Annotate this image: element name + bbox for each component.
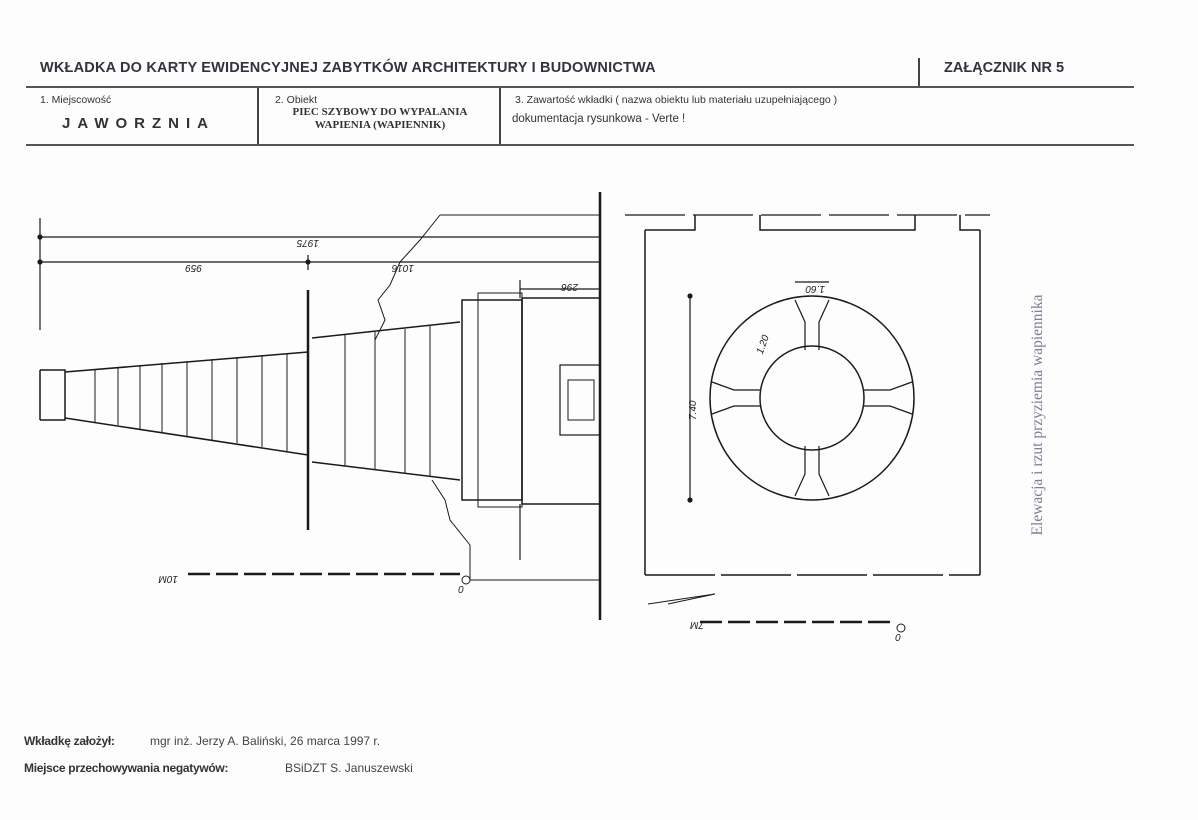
card-title: WKŁADKA DO KARTY EWIDENCYJNEJ ZABYTKÓW A…: [40, 60, 656, 76]
field-divider-2: [499, 88, 501, 144]
place-value: JAWORZNIA: [62, 115, 215, 132]
author-value: mgr inż. Jerzy A. Baliński, 26 marca 199…: [150, 734, 381, 748]
scale-right-zero: 0: [895, 633, 901, 644]
content-value: dokumentacja rysunkowa - Verte !: [512, 113, 686, 125]
elevation-drawing: [37, 192, 602, 620]
dim-mid: 1016: [391, 262, 414, 273]
content-label: 3. Zawartość wkładki ( nazwa obiektu lub…: [515, 94, 838, 106]
dim-ring: 1.20: [755, 333, 772, 355]
dim-overall: 1975: [296, 237, 319, 248]
header-divider: [918, 58, 920, 86]
object-line-1: PIEC SZYBOWY DO WYPALANIA: [292, 106, 468, 118]
dim-left: 959: [185, 262, 202, 273]
storage-label: Miejsce przechowywania negatywów:: [24, 761, 229, 775]
author-label: Wkładkę założył:: [24, 734, 115, 748]
scale-left-label: 10M: [158, 573, 178, 584]
dim-opening: 1.60: [805, 283, 825, 294]
dim-diameter: 7.40: [688, 400, 699, 420]
object-label: 2. Obiekt: [275, 94, 318, 106]
place-label: 1. Miejscowość: [40, 94, 112, 106]
fields-rule: [26, 144, 1134, 146]
scale-right-label: 7M: [689, 619, 704, 630]
annex-number: ZAŁĄCZNIK NR 5: [944, 60, 1065, 76]
object-line-2: WAPIENIA (WAPIENNIK): [314, 119, 446, 131]
header-rule: [26, 86, 1134, 88]
field-divider-1: [257, 88, 259, 144]
scale-left-zero: 0: [458, 585, 464, 596]
storage-value: BSiDZT S. Januszewski: [285, 761, 413, 775]
dim-right: 296: [561, 281, 579, 292]
object-value: PIEC SZYBOWY DO WYPALANIA WAPIENIA (WAPI…: [262, 106, 498, 132]
plan-drawing: [625, 214, 990, 633]
